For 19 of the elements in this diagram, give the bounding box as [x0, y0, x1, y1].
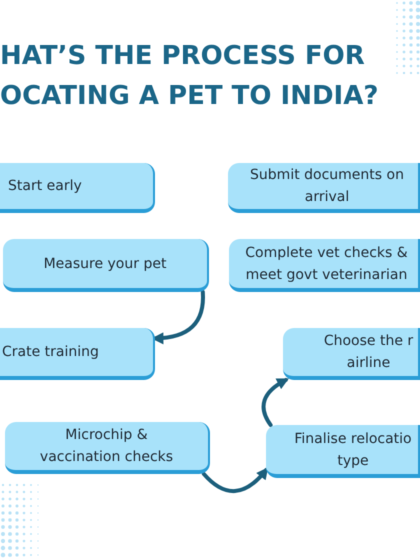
- process-box: [228, 163, 420, 213]
- title: HAT’S THE PROCESS FOR OCATING A PET TO INDIA?: [0, 40, 380, 113]
- process-box: [5, 422, 210, 474]
- curved-arrow: [262, 378, 289, 427]
- process-box: [283, 328, 420, 380]
- process-box: [0, 328, 155, 380]
- process-box: [0, 163, 155, 213]
- step-text: Choose the r airline: [322, 332, 414, 373]
- step-text: Measure your pet: [44, 254, 166, 274]
- step-text: Start early: [8, 177, 82, 196]
- process-box: [229, 239, 420, 292]
- step-text: Crate training: [2, 343, 99, 362]
- process-box: [3, 239, 209, 292]
- step-text: Microchip & vaccination checks: [38, 426, 174, 467]
- process-box: [266, 425, 420, 478]
- curved-arrow: [202, 467, 268, 494]
- step-text: Submit documents on arrival: [249, 166, 405, 207]
- step-text: Finalise relocatio type: [293, 430, 413, 470]
- step-text: Complete vet checks & meet govt veterinarian: [244, 244, 409, 284]
